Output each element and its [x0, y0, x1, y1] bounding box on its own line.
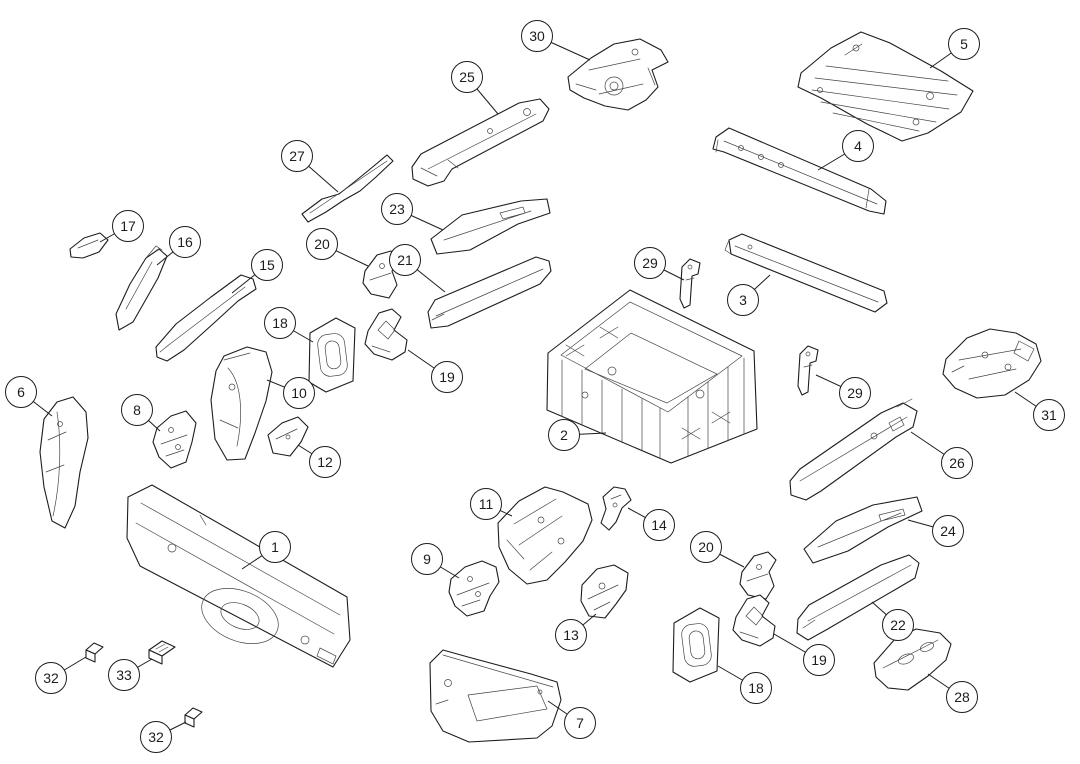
callout-4-3[interactable]: 4 [842, 130, 874, 162]
callout-23-5[interactable]: 23 [381, 193, 413, 225]
callout-10-16[interactable]: 10 [283, 377, 315, 409]
callout-12-22[interactable]: 12 [309, 446, 341, 478]
callout-33-33[interactable]: 33 [108, 659, 140, 691]
callout-3-12[interactable]: 3 [727, 284, 759, 316]
callout-18-34[interactable]: 18 [740, 672, 772, 704]
part-26-rail [789, 398, 918, 501]
callout-21-10[interactable]: 21 [389, 244, 421, 276]
part-15-rail [155, 274, 257, 362]
callout-15-9[interactable]: 15 [251, 249, 283, 281]
part-4-crossmember [712, 127, 887, 215]
part-12-bracket [267, 416, 309, 457]
callout-19-14[interactable]: 19 [431, 361, 463, 393]
callout-11-23[interactable]: 11 [470, 488, 502, 520]
part-31-side-member [942, 328, 1042, 399]
part-18-gusset-plate-a [308, 317, 356, 393]
callout-27-4[interactable]: 27 [281, 140, 313, 172]
callout-14-24[interactable]: 14 [643, 509, 675, 541]
callout-29-11[interactable]: 29 [634, 247, 666, 279]
callout-5-1[interactable]: 5 [948, 28, 980, 60]
callout-20-28[interactable]: 20 [690, 531, 722, 563]
callout-19-31[interactable]: 19 [803, 644, 835, 676]
callout-22-30[interactable]: 22 [882, 609, 914, 641]
part-9-bracket [448, 560, 500, 617]
part-1-rear-body-panel [126, 484, 351, 668]
part-6-side-panel [39, 396, 89, 529]
callout-6-15[interactable]: 6 [5, 376, 37, 408]
callout-25-2[interactable]: 25 [451, 61, 483, 93]
part-8-bracket [152, 410, 197, 469]
part-19-bracket-b [732, 594, 776, 647]
callout-31-19[interactable]: 31 [1033, 399, 1065, 431]
part-3-crossmember [724, 233, 888, 313]
callout-24-25[interactable]: 24 [932, 515, 964, 547]
part-32-clip-b [184, 707, 203, 728]
part-14-bracket [600, 486, 632, 531]
part-29-strap-b [797, 345, 819, 396]
callout-17-6[interactable]: 17 [112, 210, 144, 242]
part-20-bracket-b [739, 551, 777, 600]
callout-20-8[interactable]: 20 [306, 228, 338, 260]
callout-16-7[interactable]: 16 [169, 226, 201, 258]
part-17-bracket [69, 232, 109, 259]
part-16-reinforcement [115, 245, 168, 331]
callout-8-17[interactable]: 8 [121, 394, 153, 426]
part-33-clip [148, 640, 176, 665]
callout-28-35[interactable]: 28 [946, 681, 978, 713]
callout-29-18[interactable]: 29 [839, 377, 871, 409]
part-10-wheelhouse [210, 346, 273, 461]
callout-26-21[interactable]: 26 [941, 447, 973, 479]
part-22-sill-rail [796, 554, 920, 641]
part-27-strip [301, 154, 394, 223]
callout-32-32[interactable]: 32 [35, 662, 67, 694]
part-11-inner-panel [497, 486, 593, 585]
callout-30-0[interactable]: 30 [521, 20, 553, 52]
callout-9-27[interactable]: 9 [411, 543, 443, 575]
callout-32-37[interactable]: 32 [140, 721, 172, 753]
part-30-bracket-assembly [567, 38, 669, 111]
callout-7-36[interactable]: 7 [564, 707, 596, 739]
part-13-bracket [580, 564, 629, 619]
part-32-clip-a [85, 642, 104, 663]
part-25-rail [411, 98, 550, 187]
callout-18-13[interactable]: 18 [264, 307, 296, 339]
callout-1-26[interactable]: 1 [259, 531, 291, 563]
part-21-sill-rail [427, 256, 552, 329]
callout-2-20[interactable]: 2 [548, 419, 580, 451]
part-2-trunk-tub [546, 289, 758, 464]
part-18-gusset-plate-b [672, 607, 720, 683]
callout-13-29[interactable]: 13 [555, 619, 587, 651]
part-24-panel [803, 496, 923, 564]
part-29-strap-a [679, 258, 701, 309]
part-19-bracket-a [364, 308, 408, 361]
part-5-floor-panel [797, 31, 974, 142]
part-7-lower-member [429, 649, 562, 743]
part-23-panel [430, 198, 551, 255]
part-28-bracket [873, 628, 952, 691]
